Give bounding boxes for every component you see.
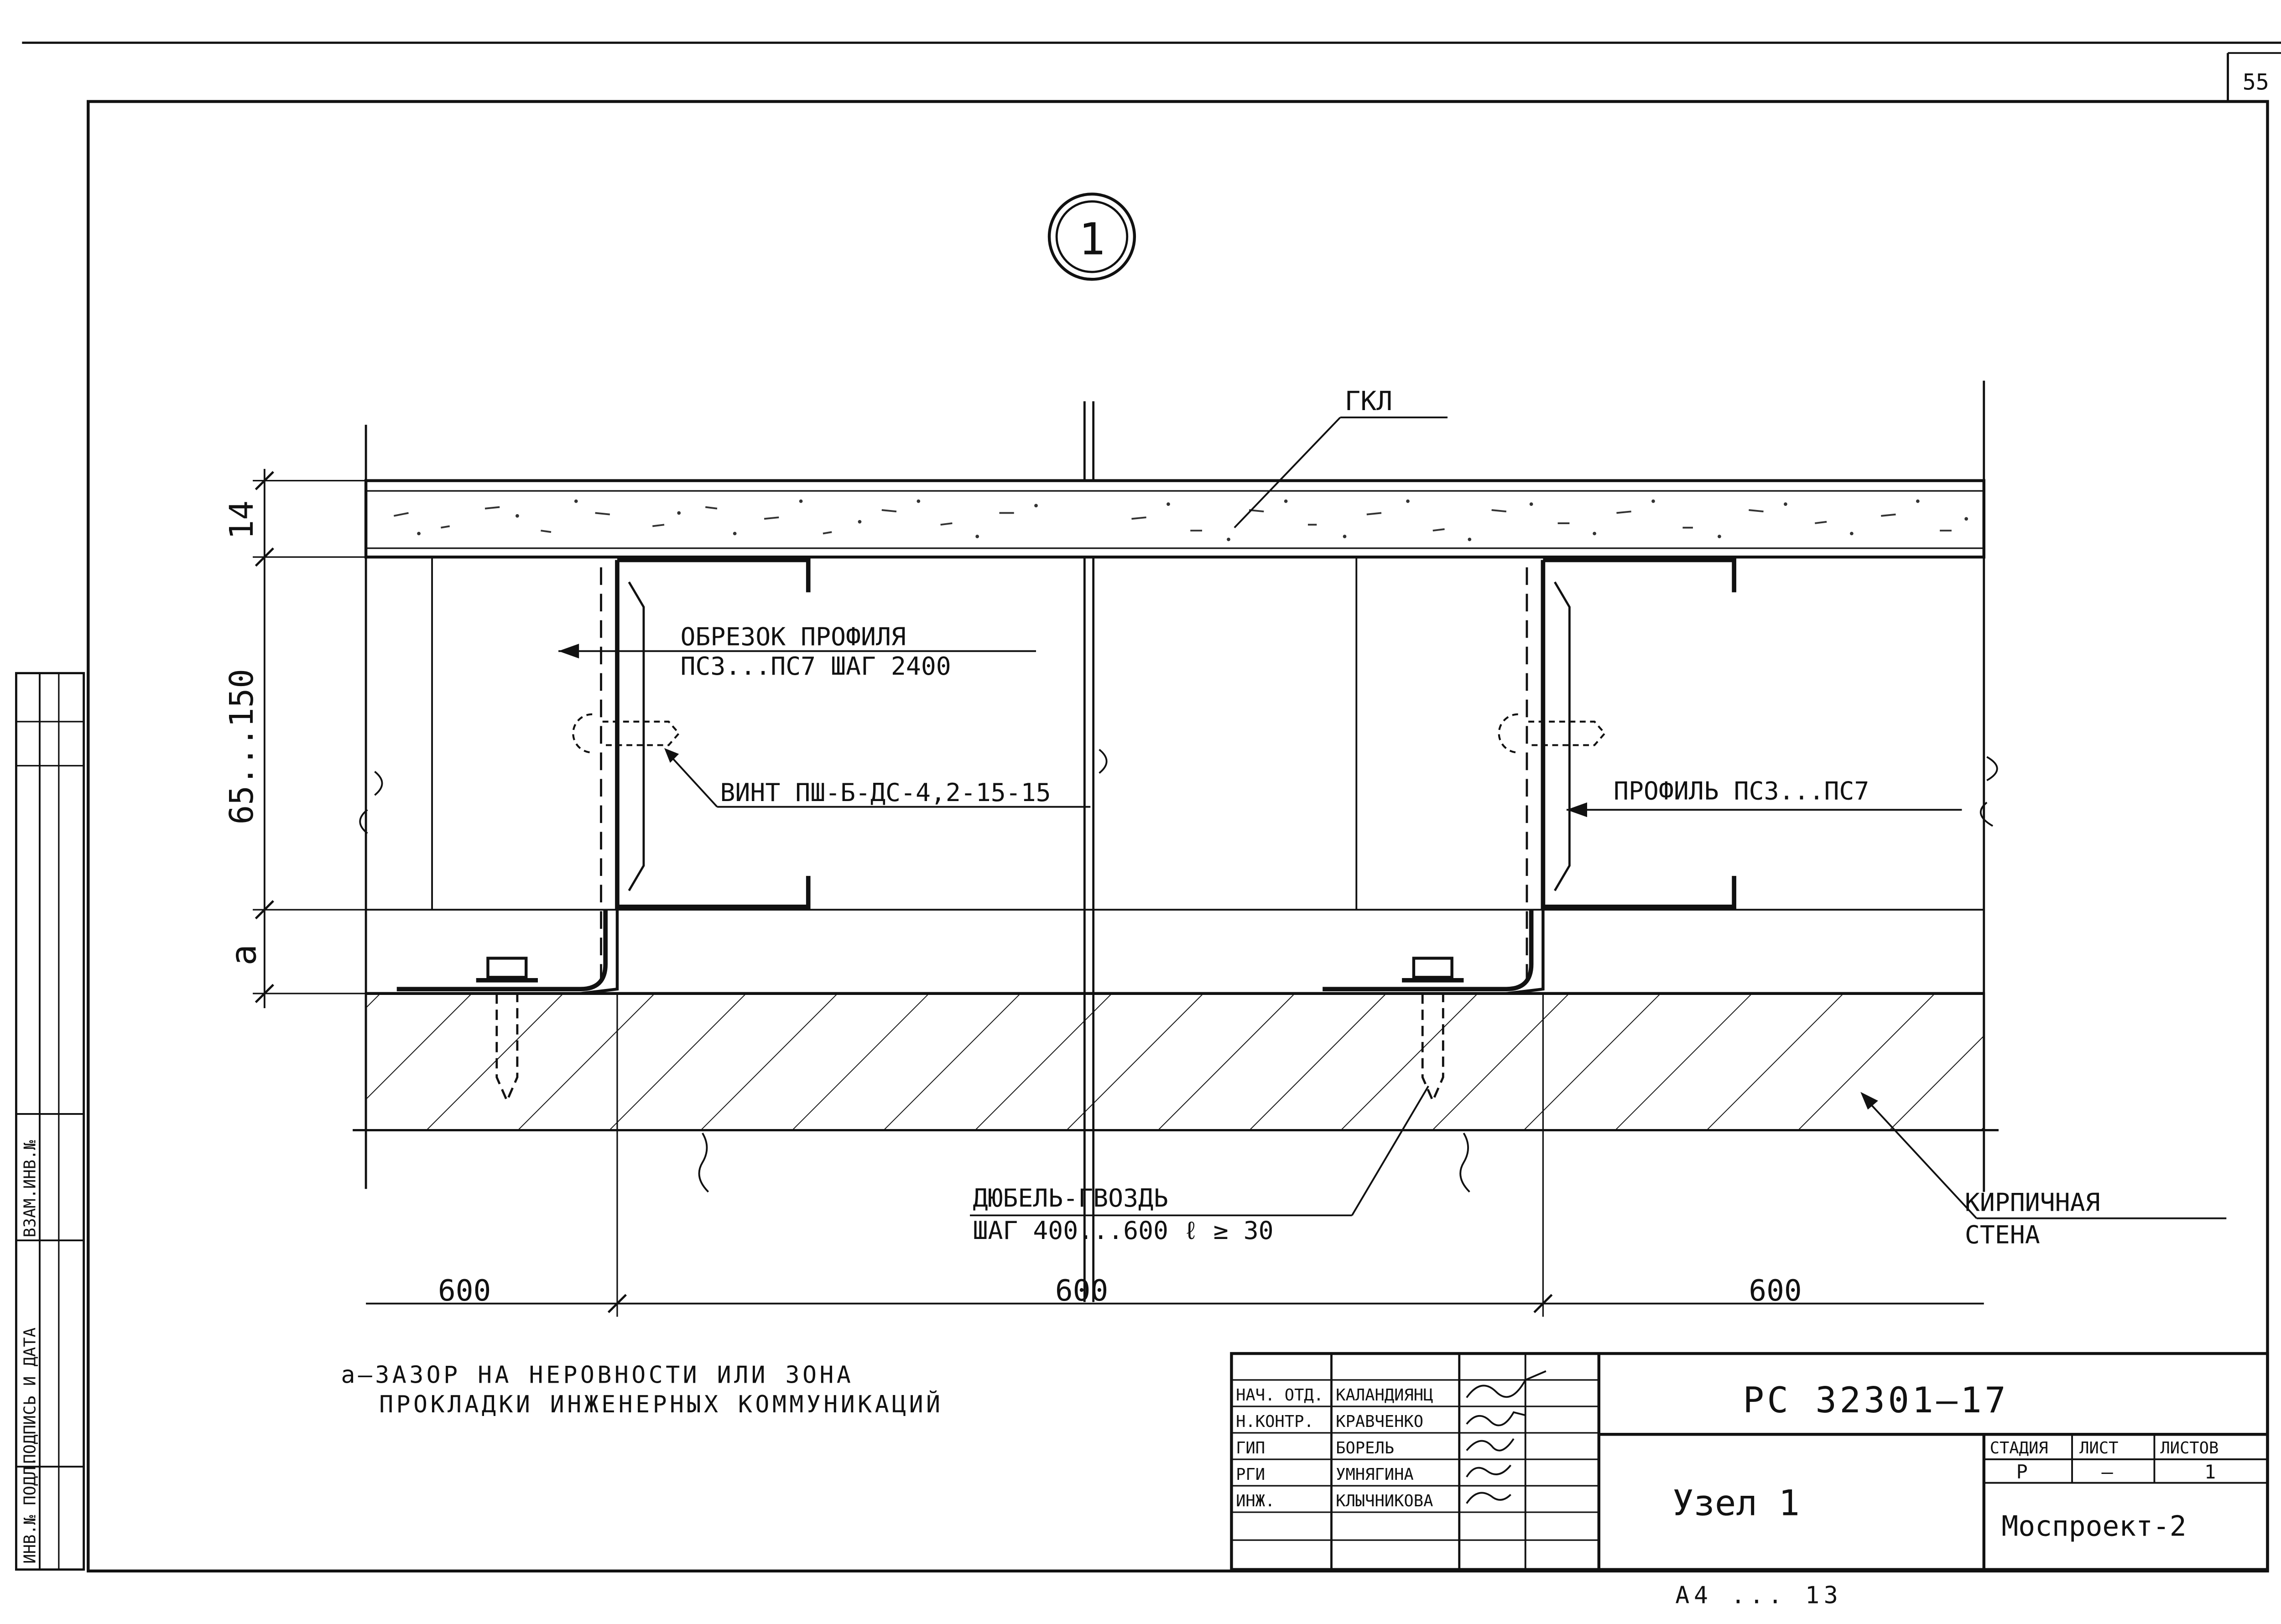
screw-left xyxy=(572,713,681,754)
label-profile: ПРОФИЛЬ ПС3...ПС7 xyxy=(1614,776,1869,806)
sheet-frame: 55 xyxy=(22,42,2281,1573)
tb-title: Узел 1 xyxy=(1672,1483,1800,1524)
tb-name-2: БОРЕЛЬ xyxy=(1336,1439,1394,1457)
label-cutoff-line2: ПС3...ПС7 ШАГ 2400 xyxy=(680,651,951,681)
dim-profile-depth: 65...150 xyxy=(223,669,260,824)
side-stamp-sign: ПОДПИСЬ И ДАТА xyxy=(21,1327,39,1464)
brick-wall xyxy=(353,992,1999,1193)
title-block: НАЧ. ОТД. КАЛАНДИЯНЦ Н.КОНТР. КРАВЧЕНКО … xyxy=(1230,1352,2269,1571)
side-stamp: ИНВ.№ ПОДЛ. ПОДПИСЬ И ДАТА ВЗАМ.ИНВ.№ xyxy=(15,672,85,1571)
tb-sheet-header: ЛИСТ xyxy=(2079,1439,2118,1457)
tb-organization: Моспроект-2 xyxy=(2001,1510,2186,1542)
label-screw: ВИНТ ПШ-Б-ДС-4,2-15-15 xyxy=(720,778,1051,807)
tb-name-4: КЛЫЧНИКОВА xyxy=(1336,1492,1433,1510)
gypsum-board xyxy=(364,479,1985,559)
tb-role-1: Н.КОНТР. xyxy=(1236,1412,1314,1431)
node-marker-number: 1 xyxy=(1078,213,1105,265)
tb-name-0: КАЛАНДИЯНЦ xyxy=(1336,1386,1433,1405)
section-drawing xyxy=(353,380,1999,1302)
tb-name-3: УМНЯГИНА xyxy=(1336,1465,1414,1484)
side-stamp-vzam: ВЗАМ.ИНВ.№ xyxy=(21,1140,39,1237)
signatures xyxy=(1466,1370,1547,1504)
note-line2: ПРОКЛАДКИ ИНЖЕНЕРНЫХ КОММУНИКАЦИЙ xyxy=(379,1390,943,1418)
tb-sheet-value: — xyxy=(2101,1461,2113,1483)
tb-sheets-header: ЛИСТОВ xyxy=(2160,1439,2219,1457)
label-gkl: ГКЛ xyxy=(1344,385,1392,416)
tb-sheets-value: 1 xyxy=(2204,1461,2216,1483)
bottom-fragment: А4 ... 13 xyxy=(1675,1582,1842,1609)
horizontal-dimensions: 600 600 600 xyxy=(366,993,1984,1317)
label-wall-line1: КИРПИЧНАЯ xyxy=(1965,1188,2100,1217)
tb-role-2: ГИП xyxy=(1236,1439,1265,1457)
side-stamp-inv: ИНВ.№ ПОДЛ. xyxy=(21,1457,39,1564)
dowel-right xyxy=(1402,957,1464,1104)
profile-right xyxy=(1323,557,1736,1104)
tb-document-code: РС 32301–17 xyxy=(1743,1380,2009,1421)
note-line1: a–ЗАЗОР НА НЕРОВНОСТИ ИЛИ ЗОНА xyxy=(341,1361,854,1389)
note: a–ЗАЗОР НА НЕРОВНОСТИ ИЛИ ЗОНА ПРОКЛАДКИ… xyxy=(341,1361,943,1418)
dim-board-thickness: 14 xyxy=(223,500,260,539)
dowel-left xyxy=(476,957,538,1104)
dim-spacing-right: 600 xyxy=(1749,1274,1802,1308)
profile-left xyxy=(396,557,811,1104)
tb-stage-header: СТАДИЯ xyxy=(1990,1439,2048,1457)
tb-role-4: ИНЖ. xyxy=(1236,1492,1275,1510)
label-dowel-line1: ДЮБЕЛЬ-ГВОЗДЬ xyxy=(973,1183,1169,1213)
callouts: ГКЛ ОБРЕЗОК ПРОФИЛЯ ПС3...ПС7 ШАГ 2400 В… xyxy=(558,385,2227,1249)
vertical-dimensions: 14 65...150 a xyxy=(223,468,432,1009)
label-wall-line2: СТЕНА xyxy=(1965,1220,2040,1249)
tb-stage-value: Р xyxy=(2016,1461,2028,1483)
dim-spacing-left: 600 xyxy=(438,1274,491,1308)
node-marker: 1 xyxy=(1047,193,1136,281)
dim-gap: a xyxy=(224,944,265,966)
tb-name-1: КРАВЧЕНКО xyxy=(1336,1412,1423,1431)
label-cutoff-line1: ОБРЕЗОК ПРОФИЛЯ xyxy=(680,622,906,651)
tb-role-0: НАЧ. ОТД. xyxy=(1236,1386,1323,1405)
screw-right xyxy=(1498,713,1606,754)
dim-spacing-middle: 600 xyxy=(1055,1274,1108,1308)
sheet-number: 55 xyxy=(2243,70,2269,95)
label-dowel-line2: ШАГ 400...600 ℓ ≥ 30 xyxy=(973,1216,1274,1245)
tb-role-3: РГИ xyxy=(1236,1465,1265,1484)
